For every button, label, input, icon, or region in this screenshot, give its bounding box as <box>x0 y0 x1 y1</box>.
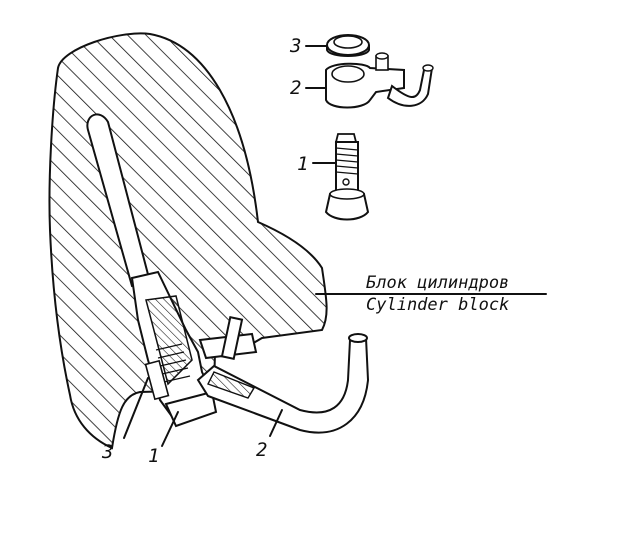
callout-3-assembly: 3 <box>101 441 113 463</box>
leader-lines <box>123 45 547 447</box>
oil-tube-assembled <box>196 333 370 434</box>
callout-1-assembly: 1 <box>148 445 159 467</box>
oil-channel-rod <box>86 113 152 288</box>
callout-2-assembly: 2 <box>256 439 267 461</box>
callout-2-exploded: 2 <box>290 77 301 99</box>
bolt-threads <box>335 147 359 175</box>
spring-coils <box>155 343 191 383</box>
exploded-washer <box>326 34 370 57</box>
block-caption-en: Cylinder block <box>366 295 509 315</box>
callout-3-exploded: 3 <box>289 35 301 57</box>
callout-1-exploded: 1 <box>297 153 308 175</box>
block-caption-ru: Блок цилиндров <box>366 273 509 293</box>
exploded-hollow-bolt <box>324 133 370 221</box>
mounting-bracket <box>198 316 258 360</box>
exploded-banjo-fitting <box>325 52 434 109</box>
nozzle-housing <box>130 270 218 428</box>
